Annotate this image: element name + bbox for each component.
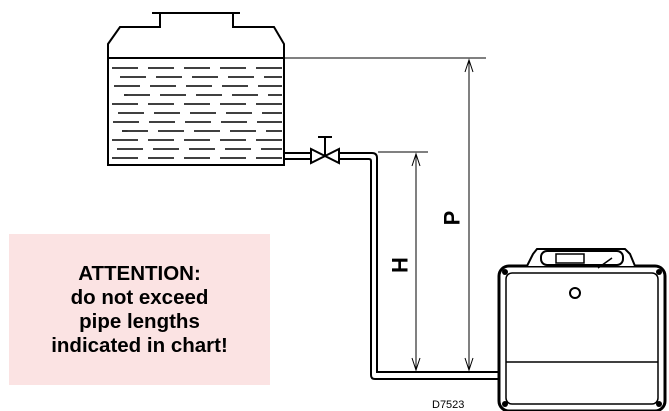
attention-line-1: ATTENTION: xyxy=(78,261,201,285)
attention-note: ATTENTION: do not exceed pipe lengths in… xyxy=(9,234,270,385)
attention-line-3: pipe lengths xyxy=(79,309,200,333)
attention-line-4: indicated in chart! xyxy=(51,333,228,357)
attention-text: ATTENTION: do not exceed pipe lengths in… xyxy=(51,262,228,358)
dimension-h-label: H xyxy=(388,257,413,273)
fuel-tank xyxy=(107,12,285,166)
fuel-level-lines xyxy=(112,67,282,159)
burner-unit xyxy=(497,248,667,411)
dimension-p: P xyxy=(440,58,474,372)
attention-line-2: do not exceed xyxy=(70,285,209,309)
dimension-p-label: P xyxy=(440,211,465,226)
shutoff-valve xyxy=(310,136,340,165)
reference-lines xyxy=(284,57,486,153)
drawing-code: D7523 xyxy=(432,399,464,411)
dimension-h: H xyxy=(388,152,421,372)
fuel-pipe xyxy=(284,152,500,380)
